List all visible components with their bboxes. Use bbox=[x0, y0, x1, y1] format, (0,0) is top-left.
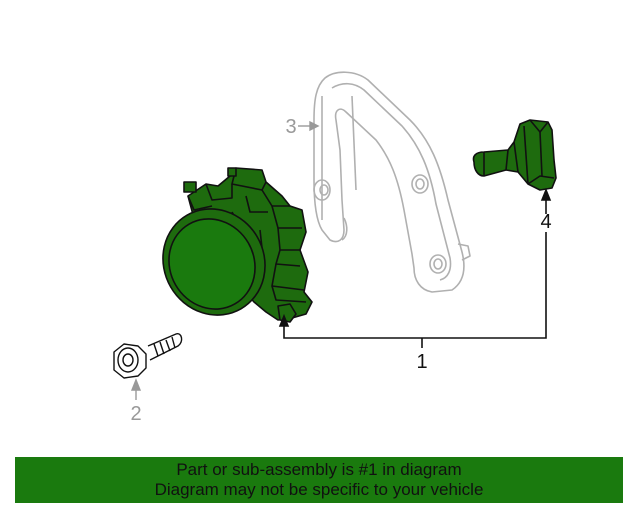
banner-line-2: Diagram may not be specific to your vehi… bbox=[154, 480, 484, 499]
bulb-part-4[interactable] bbox=[472, 119, 557, 191]
leader-lines bbox=[278, 187, 552, 348]
fog-lamp-assembly-part-1[interactable] bbox=[144, 167, 313, 334]
bolt-part-2[interactable] bbox=[113, 333, 183, 379]
callout-2: 2 bbox=[130, 403, 141, 425]
callout-3: 3 bbox=[285, 116, 296, 138]
parts-diagram: 1 2 3 4 bbox=[113, 71, 557, 425]
callout-4: 4 bbox=[540, 211, 551, 233]
callout-1: 1 bbox=[416, 351, 427, 373]
banner-line-1: Part or sub-assembly is #1 in diagram bbox=[176, 460, 462, 479]
ghost-leader-lines bbox=[130, 120, 320, 400]
info-banner: Part or sub-assembly is #1 in diagram Di… bbox=[15, 457, 623, 503]
bracket-part-3[interactable] bbox=[313, 71, 471, 293]
